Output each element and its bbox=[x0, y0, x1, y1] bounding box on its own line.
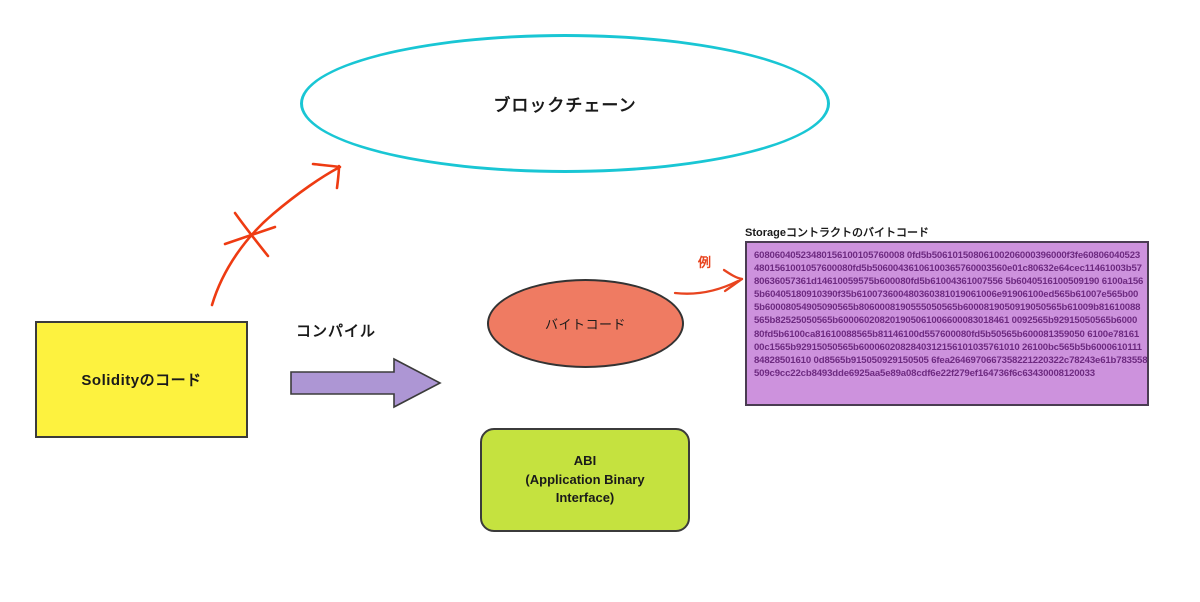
bytecode-line: 5b60405180910390f35b61007360048036038101… bbox=[754, 289, 1139, 301]
bytecode-line: 60806040523480156100105760008 0fd5b50610… bbox=[754, 250, 1141, 261]
bytecode-line: 00c1565b92915050565b60006020828403121561… bbox=[754, 341, 1142, 353]
blockchain-label: ブロックチェーン bbox=[493, 96, 637, 115]
bytecode-panel: 60806040523480156100105760008 0fd5b50610… bbox=[745, 241, 1149, 406]
bytecode-line: 5b60008054905090565b8060008190555050565b… bbox=[754, 302, 1141, 314]
compile-label: コンパイル bbox=[296, 323, 377, 340]
bytecode-line: 84828501610 0d8565b915050929150505 6fea2… bbox=[754, 354, 1148, 366]
bytecode-line: 509c9cc22cb8493dde6925aa5e89a08cdf6e22f2… bbox=[754, 367, 1095, 379]
bytecode-text: 60806040523480156100105760008 0fd5b50610… bbox=[754, 249, 1148, 380]
abi-box: ABI (Application Binary Interface) bbox=[480, 428, 690, 532]
abi-line-3: Interface) bbox=[555, 490, 615, 506]
bytecode-line: 4801561001057600080fd5b50600436106100365… bbox=[754, 263, 1142, 275]
bytecode-ellipse: バイトコード bbox=[487, 279, 684, 368]
solidity-code-box: Solidityのコード bbox=[35, 321, 248, 438]
bytecode-line: 80636057361d14610059575b600080fd5b610043… bbox=[754, 276, 1144, 288]
solidity-code-label: Solidityのコード bbox=[81, 372, 202, 389]
abi-line-2: (Application Binary bbox=[525, 471, 645, 487]
bytecode-label: バイトコード bbox=[544, 317, 626, 332]
abi-line-1: ABI bbox=[573, 452, 597, 468]
compile-arrow-icon bbox=[290, 357, 442, 409]
blockchain-ellipse: ブロックチェーン bbox=[300, 34, 830, 173]
crossed-out-arrow-icon bbox=[210, 162, 342, 307]
example-annotation-label: 例 bbox=[698, 255, 712, 270]
bytecode-line: 565b82525050565b600060208201905061006600… bbox=[754, 315, 1138, 327]
bytecode-panel-title: Storageコントラクトのバイトコード bbox=[745, 227, 929, 239]
example-arrow-icon bbox=[673, 268, 744, 295]
bytecode-line: 80fd5b6100ca81610088565b81146100d5576000… bbox=[754, 328, 1140, 340]
